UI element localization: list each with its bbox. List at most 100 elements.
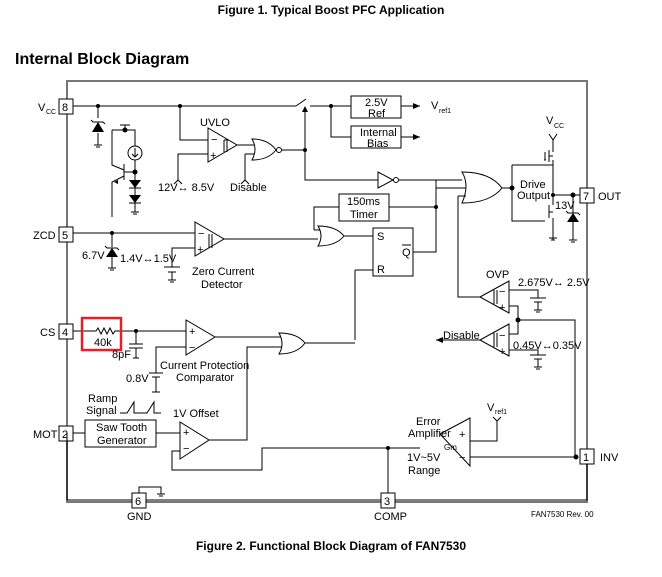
pin-zcd: 5 ZCD [33,226,74,243]
svg-text:0.45V↔0.35V: 0.45V↔0.35V [513,340,582,352]
uvlo-label: UVLO [200,117,230,129]
svg-text:ref1: ref1 [439,108,451,115]
pin-gnd: 6 GND [127,486,165,523]
svg-text:−: − [459,452,465,464]
svg-text:ZCD: ZCD [33,230,56,242]
svg-text:2.5V: 2.5V [365,97,388,109]
zero-current-detector: − + 1.4V↔1.5V Zero Current Detector [120,221,318,291]
svg-text:INV: INV [600,452,619,464]
error-amplifier: Gm + − Error Amplifier 1V~5V Range V ref… [407,402,577,477]
svg-text:6: 6 [135,496,141,508]
svg-text:3: 3 [384,496,390,508]
svg-text:CC: CC [46,109,56,116]
ref-block: 2.5V Ref V ref1 [350,95,451,120]
pwm-comparator: + − [171,421,330,471]
svg-text:2: 2 [62,429,68,441]
svg-text:Ramp: Ramp [88,393,117,405]
svg-text:Q: Q [402,247,411,259]
svg-text:Zero Current: Zero Current [192,266,254,278]
timer-block: 150ms Timer [338,193,438,222]
set-or-gate [313,206,373,247]
svg-text:V: V [546,115,554,127]
svg-text:−: − [183,443,189,455]
svg-text:Current Protection: Current Protection [160,360,249,372]
svg-text:Saw Tooth: Saw Tooth [96,422,147,434]
uvlo-threshold: 12V↔ 8.5V [158,182,215,194]
svg-text:8: 8 [62,102,68,114]
svg-text:+: + [499,302,505,314]
svg-text:S: S [377,231,384,243]
svg-text:V: V [431,100,439,112]
svg-text:40k: 40k [94,337,112,349]
svg-text:Disable: Disable [443,330,480,342]
enable-switch [295,98,378,181]
pin-cs: 4 CS [40,323,74,340]
svg-text:Gm: Gm [444,443,457,452]
disable-comparator: − + 0.45V↔0.35V Disable [436,320,582,370]
svg-text:+: + [189,326,195,338]
svg-text:4: 4 [62,327,68,339]
svg-text:Signal: Signal [86,405,117,417]
svg-text:+: + [183,427,189,439]
svg-text:Ref: Ref [368,108,386,120]
svg-text:0.8V: 0.8V [126,373,149,385]
svg-text:GND: GND [127,511,152,523]
svg-text:1: 1 [583,452,589,464]
pin-comp: 3 COMP [374,492,407,523]
svg-text:8pF: 8pF [112,349,131,361]
pin-out: 7 OUT [579,187,622,204]
startup-circuit [111,124,143,217]
svg-text:Internal: Internal [360,127,397,139]
svg-text:6.7V: 6.7V [82,250,105,262]
ovp-comparator: − + OVP 2.675V↔ 2.5V [478,269,590,320]
svg-text:−: − [211,134,217,146]
svg-text:+: + [210,150,216,162]
svg-text:Range: Range [408,465,440,477]
svg-text:−: − [499,330,505,342]
output-or-gate [436,171,515,204]
sr-latch: S R Q [354,180,437,340]
svg-text:−: − [198,228,204,240]
figure2-caption: Figure 2. Functional Block Diagram of FA… [195,539,467,553]
vcc-zener-icon [90,106,106,148]
svg-text:Bias: Bias [367,138,389,150]
svg-text:150ms: 150ms [347,196,381,208]
pin-vcc: 8 V CC [38,98,74,116]
svg-text:Detector: Detector [201,279,243,291]
svg-text:+: + [459,429,465,441]
resistor-40k: 40k [73,326,186,349]
figure1-caption: Figure 1. Typical Boost PFC Application [217,3,445,17]
svg-text:2.675V↔ 2.5V: 2.675V↔ 2.5V [518,277,590,289]
svg-text:Amplifier: Amplifier [408,428,451,440]
uvlo-comparator: − + UVLO 12V↔ 8.5V [158,106,238,194]
svg-text:V: V [38,102,46,114]
svg-text:ref1: ref1 [495,409,507,416]
svg-text:1.4V↔1.5V: 1.4V↔1.5V [120,253,177,265]
svg-text:7: 7 [583,191,589,203]
svg-text:OUT: OUT [598,191,622,203]
svg-text:V: V [487,402,495,414]
cs-capacitor: 8pF [112,331,143,361]
uvlo-nor-gate: Disable [230,138,282,194]
svg-text:Error: Error [416,416,441,428]
svg-text:5: 5 [62,230,68,242]
pin-mot: 2 MOT [33,425,74,442]
zcd-zener-icon: 6.7V [82,233,120,271]
svg-text:COMP: COMP [374,511,407,523]
svg-text:Timer: Timer [350,209,378,221]
uvlo-disable-label: Disable [230,182,267,194]
svg-text:1V~5V: 1V~5V [407,452,441,464]
svg-text:−: − [189,342,195,354]
svg-text:13V: 13V [555,200,575,212]
internal-bias-block: Internal Bias [350,125,420,150]
svg-text:Generator: Generator [97,435,147,447]
svg-text:+: + [197,244,203,256]
current-protection-comparator: + − 0.8V Current Protection Comparator [126,319,281,393]
svg-text:MOT: MOT [33,429,58,441]
svg-text:Comparator: Comparator [176,372,234,384]
ic-outline [66,80,588,503]
highlight-box [80,316,123,352]
svg-text:R: R [377,264,385,276]
svg-text:CS: CS [40,327,55,339]
revision-label: FAN7530 Rev. 00 [531,510,594,519]
